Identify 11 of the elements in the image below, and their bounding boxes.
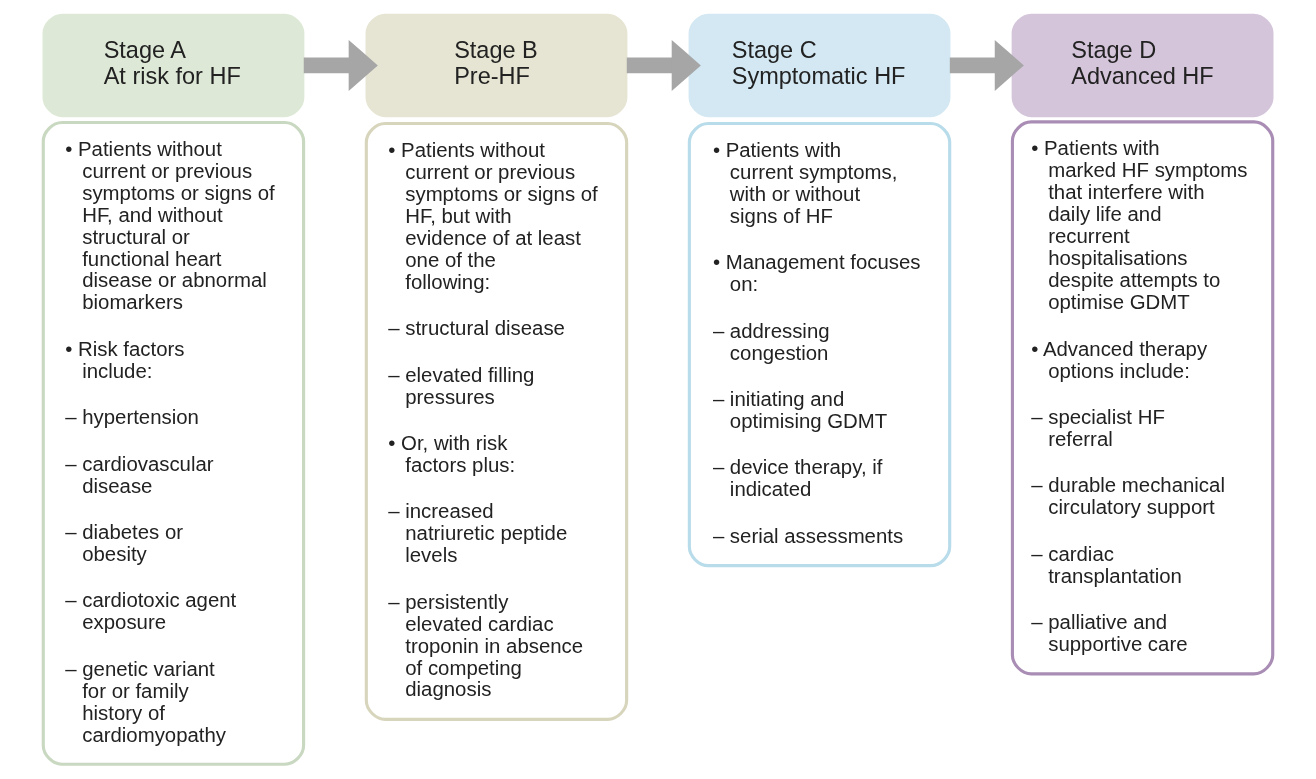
node-box: • Patients without current or previous symptoms or signs of HF, but with evidence of at least one of the following: – structural disease – elevated filling pressures • Or, with risk factors plus: – increased natriuretic peptide levels – persistently elevated cardiac troponin in absence of competing diagnosis [364, 121, 629, 721]
node-box: • Patients with current symptoms, with or without signs of HF • Management focuses on: – addressing congestion – initiating and optimising GDMT – device therapy, if indicated – serial assessments [687, 121, 952, 568]
arrow [303, 39, 378, 91]
node-box: Stage D Advanced HF [1011, 13, 1274, 118]
node-box: Stage A At risk for HF [42, 13, 305, 118]
node-box: Stage B Pre-HF [365, 13, 628, 118]
node-box: • Patients with marked HF symptoms that interfere with daily life and recurrent hospitalisations despite attempts to optimise GDMT • Advanced therapy options include: – specialist HF referral – durable mechanical circulatory support – cardiac transplantation – palliative and supportive care [1010, 120, 1275, 676]
arrow [949, 39, 1024, 91]
node-box: Stage C Symptomatic HF [688, 13, 951, 118]
arrow [626, 39, 701, 91]
node-box: • Patients without current or previous symptoms or signs of HF, and without structural or functional heart disease or abnormal biomarkers • Risk factors include: – hypertension – cardiovascular disease – diabetes or obesity – cardiotoxic agent exposure – genetic variant for or family history of cardiomyopathy [41, 120, 306, 766]
